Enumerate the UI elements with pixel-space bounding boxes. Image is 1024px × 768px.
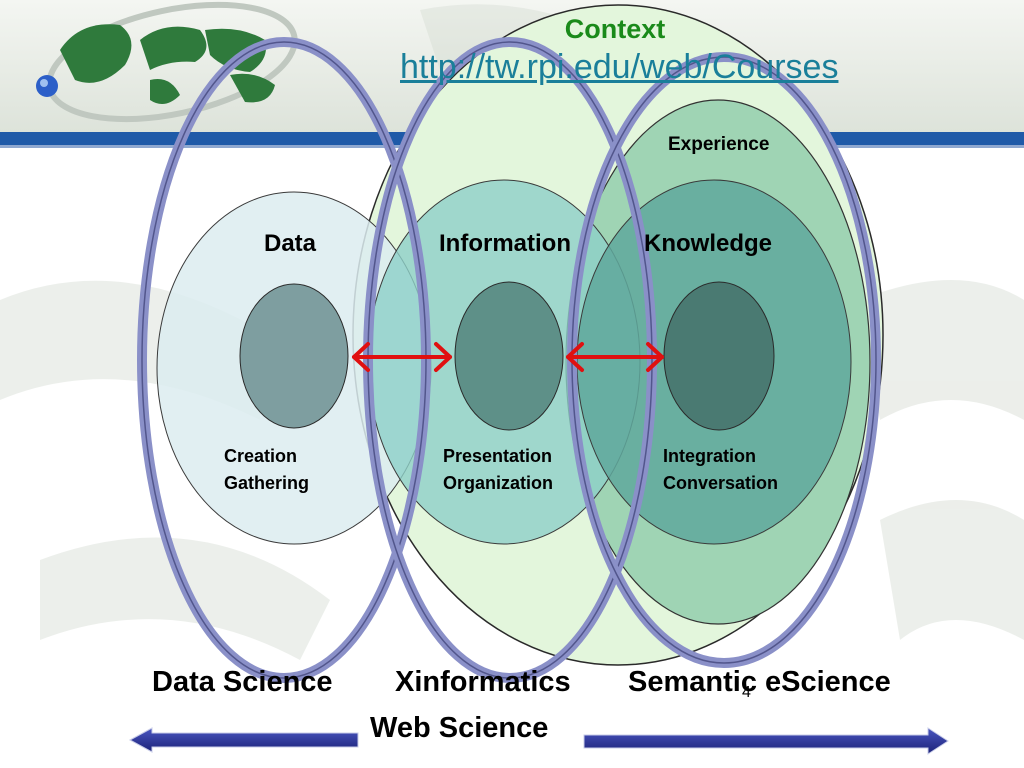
data-activity-creation: Creation: [224, 446, 298, 466]
xinformatics-ring-edge: [367, 41, 653, 679]
information-knowledge-arrow: [566, 342, 664, 372]
web-science-label: Web Science: [370, 712, 549, 744]
field-xinformatics: Xinformatics: [395, 666, 571, 698]
page-number: 4: [742, 684, 751, 701]
knowledge-core: [663, 281, 775, 431]
data-information-arrow: [352, 342, 452, 372]
information-activities: Presentation Organization: [443, 443, 553, 497]
knowledge-activities: Integration Conversation: [663, 443, 778, 497]
globe-logo-icon: [36, 1, 298, 123]
information-activity-organization: Organization: [443, 473, 554, 493]
information-core: [454, 281, 564, 431]
knowledge-activity-integration: Integration: [663, 446, 756, 466]
information-activity-presentation: Presentation: [443, 446, 553, 466]
data-core: [239, 283, 349, 429]
data-science-ring-edge: [141, 41, 427, 679]
knowledge-stage-title: Knowledge: [644, 230, 773, 257]
data-activities: Creation Gathering: [224, 443, 309, 497]
data-stage-title: Data: [264, 230, 317, 257]
experience-label: Experience: [668, 134, 770, 155]
web-science-right-arrow: [583, 727, 949, 755]
data-activity-gathering: Gathering: [224, 473, 310, 493]
information-stage-title: Information: [439, 230, 571, 257]
field-semantic-escience: Semantic eScience: [628, 666, 891, 698]
knowledge-activity-conversation: Conversation: [663, 473, 779, 493]
context-label: Context: [564, 14, 666, 44]
web-science-left-arrow: [128, 727, 359, 753]
field-data-science: Data Science: [152, 666, 333, 698]
courses-link[interactable]: http://tw.rpi.edu/web/Courses: [400, 48, 839, 86]
